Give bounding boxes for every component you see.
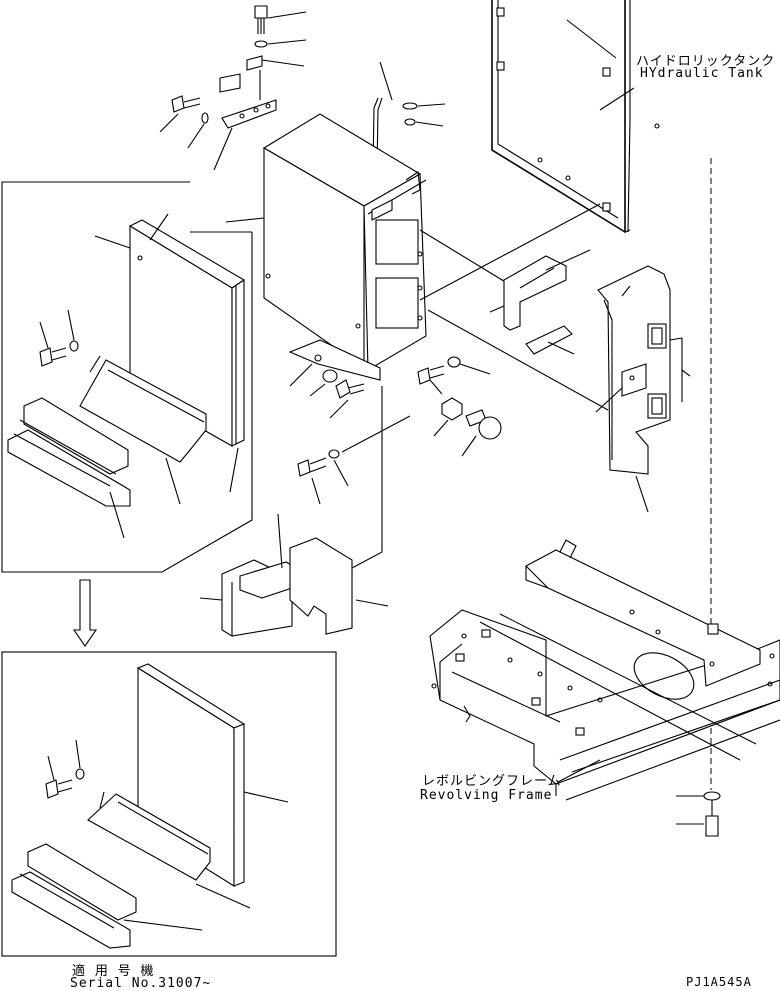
hydraulic-tank-leader xyxy=(599,87,635,111)
serial-label-jp: 適 用 号 機 xyxy=(72,964,155,979)
revolving-frame xyxy=(429,539,780,801)
rubber-blocks xyxy=(199,386,389,637)
hydraulic-tank-label-jp: ハイドロリックタンク xyxy=(636,54,776,69)
revolving-frame-label-en: Revolving Frame xyxy=(420,788,553,803)
serial-label-en: Serial No.31007~ xyxy=(70,976,212,991)
frame-bolt xyxy=(676,791,721,837)
revolving-frame-label-jp: レボルビングフレーム xyxy=(422,774,562,789)
hydraulic-tank-label-en: HYdraulic Tank xyxy=(640,66,764,81)
down-arrow-icon xyxy=(72,579,98,647)
box-fasteners xyxy=(297,356,502,505)
hydraulic-tank xyxy=(491,0,660,234)
u-bracket xyxy=(489,249,591,355)
revolving-frame-leader xyxy=(557,759,601,783)
top-bracket-assembly xyxy=(159,5,307,171)
main-cover-box xyxy=(225,113,609,411)
lower-detail-box xyxy=(1,651,337,957)
left-detail-box xyxy=(1,181,253,573)
drawing-code: PJ1A545A xyxy=(686,975,752,989)
side-cover-panel xyxy=(595,265,691,513)
